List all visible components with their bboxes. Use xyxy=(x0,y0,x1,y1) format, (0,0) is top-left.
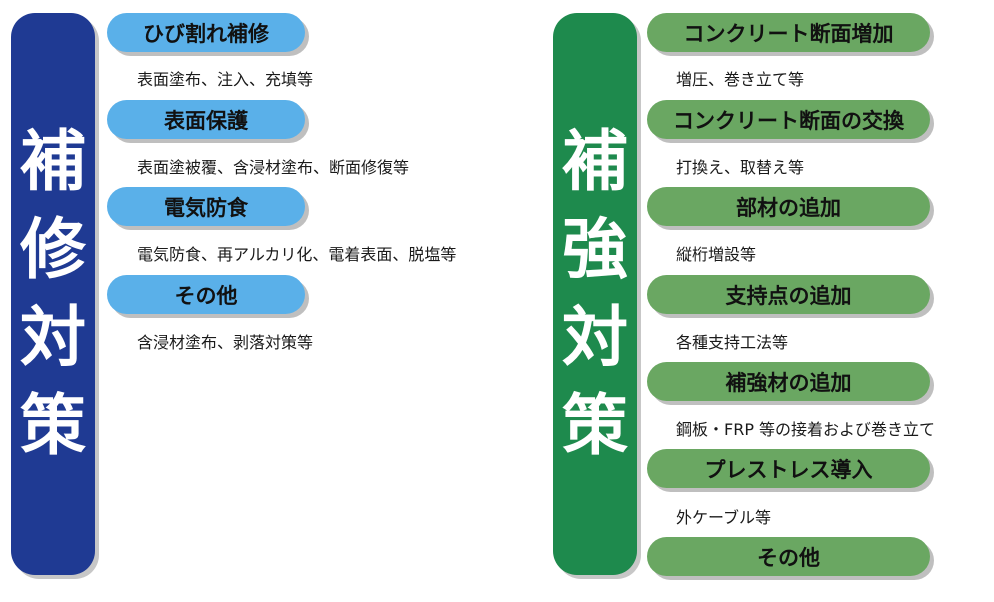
reinforce-title-char: 対 xyxy=(562,299,628,376)
reinforce-title-char: 補 xyxy=(562,123,628,200)
reinforce-title-char: 強 xyxy=(562,211,628,288)
repair-item-cathodic-protection: 電気防食 xyxy=(107,187,305,226)
repair-item-other-desc: 含浸材塗布、剥落対策等 xyxy=(137,333,314,352)
repair-item-surface-protection-desc: 表面塗被覆、含浸材塗布、断面修復等 xyxy=(137,158,410,177)
reinforce-item-section-increase-desc: 増圧、巻き立て等 xyxy=(676,70,805,89)
reinforce-item-prestress-desc: 外ケーブル等 xyxy=(676,508,772,527)
reinforce-item-prestress: プレストレス導入 xyxy=(647,449,930,488)
reinforce-item-reinforcement-addition-desc: 鋼板・FRP 等の接着および巻き立て xyxy=(676,420,936,439)
reinforce-item-support-addition-desc: 各種支持工法等 xyxy=(676,333,789,352)
reinforcement-measures-title-bar: 補 強 対 策 xyxy=(553,13,637,575)
reinforce-item-other: その他 xyxy=(647,537,930,576)
repair-title-char: 修 xyxy=(20,211,86,288)
repair-item-cathodic-protection-desc: 電気防食、再アルカリ化、電着表面、脱塩等 xyxy=(137,245,457,264)
repair-title-char: 対 xyxy=(20,299,86,376)
reinforce-item-section-replacement: コンクリート断面の交換 xyxy=(647,100,930,139)
reinforce-item-member-addition-desc: 縦桁増設等 xyxy=(676,245,757,264)
reinforce-item-member-addition: 部材の追加 xyxy=(647,187,930,226)
repair-item-other: その他 xyxy=(107,275,305,314)
repair-item-crack-repair: ひび割れ補修 xyxy=(107,13,305,52)
reinforce-item-section-replacement-desc: 打換え、取替え等 xyxy=(676,158,805,177)
repair-measures-title-bar: 補 修 対 策 xyxy=(11,13,95,575)
repair-item-crack-repair-desc: 表面塗布、注入、充填等 xyxy=(137,70,314,89)
reinforce-item-support-addition: 支持点の追加 xyxy=(647,275,930,314)
reinforce-item-section-increase: コンクリート断面増加 xyxy=(647,13,930,52)
reinforce-item-reinforcement-addition: 補強材の追加 xyxy=(647,362,930,401)
repair-title-char: 策 xyxy=(20,387,86,464)
repair-title-char: 補 xyxy=(20,123,86,200)
reinforce-title-char: 策 xyxy=(562,387,628,464)
repair-item-surface-protection: 表面保護 xyxy=(107,100,305,139)
